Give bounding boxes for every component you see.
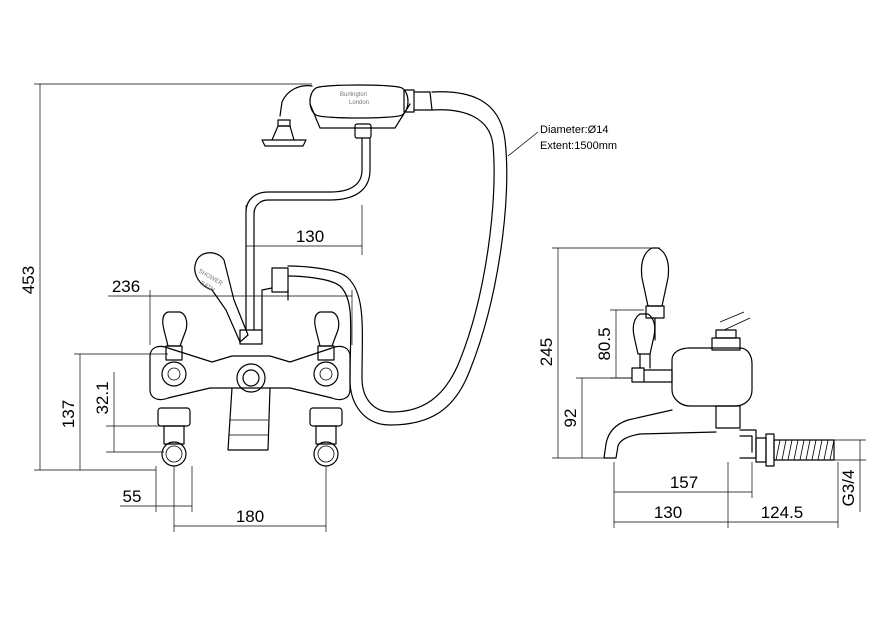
- handset-brand-text: Burlington: [340, 92, 367, 98]
- side-tail: [755, 433, 835, 467]
- dim-180-label: 180: [236, 507, 264, 526]
- dim-92-label: 92: [561, 409, 580, 428]
- dim-236-label: 236: [112, 277, 140, 296]
- hose-note: Diameter:Ø14 Extent:1500mm: [507, 124, 617, 157]
- dim-453: 453: [19, 83, 312, 471]
- dim-55: 55: [120, 466, 193, 512]
- dim-g3-4-label: G3/4: [839, 470, 858, 507]
- diverter-lever: SHOWER BATH: [194, 252, 249, 343]
- right-valve: [309, 311, 343, 467]
- dim-245: 245: [537, 247, 660, 459]
- dim-137-label: 137: [59, 400, 78, 428]
- side-lower-handle: [631, 313, 673, 383]
- dim-55-label: 55: [123, 487, 142, 506]
- dim-124-5-label: 124.5: [761, 503, 804, 522]
- dim-g3-4: G3/4: [834, 439, 866, 512]
- handset-shower: Burlington London: [245, 84, 433, 331]
- dim-236: 236: [108, 277, 353, 345]
- side-spout: [603, 409, 717, 459]
- shower-hose: [287, 91, 508, 426]
- dim-157: 157: [613, 462, 753, 528]
- hose-elbow: [261, 267, 289, 331]
- dim-80-5-label: 80.5: [595, 327, 614, 360]
- dim-32-1: 32.1: [93, 372, 164, 453]
- dim-32-1-label: 32.1: [93, 381, 112, 414]
- dim-124-5: 124.5: [728, 462, 839, 528]
- hose-diameter-text: Diameter:Ø14: [540, 124, 608, 136]
- front-view: Burlington London SHOWER BATH: [19, 83, 617, 532]
- hose-extent-text: Extent:1500mm: [540, 140, 617, 152]
- dim-453-label: 453: [19, 266, 38, 294]
- dim-92: 92: [561, 377, 632, 458]
- side-view: 245 80.5 92 157 130: [537, 247, 866, 528]
- dim-130-side-label: 130: [654, 503, 682, 522]
- dim-157-label: 157: [670, 473, 698, 492]
- dim-245-label: 245: [537, 338, 556, 366]
- left-valve: [157, 311, 191, 467]
- side-body: [671, 311, 757, 459]
- dim-180: 180: [173, 466, 327, 532]
- handset-sub-text: London: [349, 100, 369, 106]
- dim-137: 137: [59, 353, 168, 470]
- mixer-body: [149, 329, 351, 451]
- dim-130-front-label: 130: [296, 227, 324, 246]
- dim-130-side: 130: [614, 462, 729, 528]
- dim-130-front: 130: [245, 205, 363, 255]
